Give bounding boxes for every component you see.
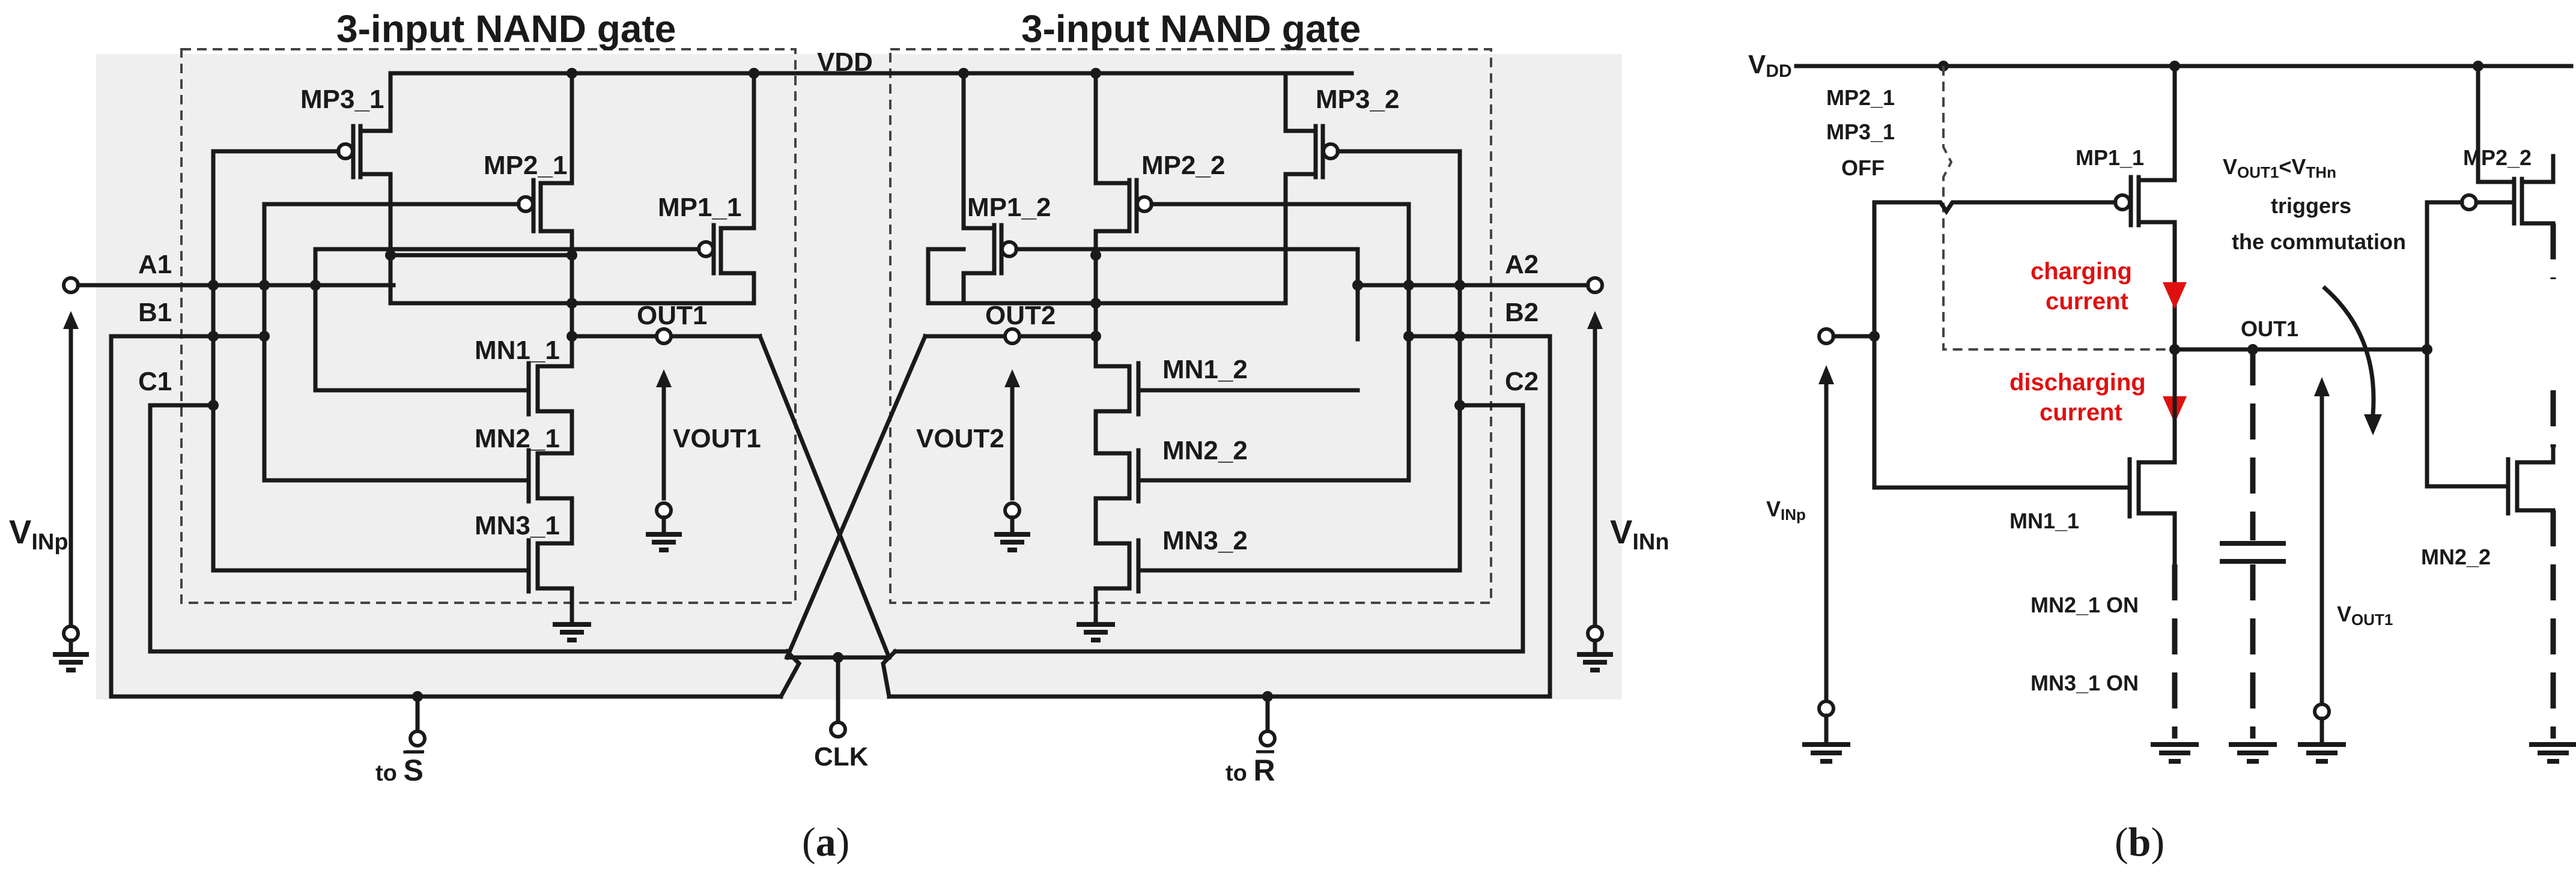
label-to-s: to S <box>375 754 424 787</box>
label-vout1-b: VOUT1 <box>2337 602 2393 629</box>
label-mn1-2: MN1_2 <box>1162 355 1248 384</box>
input-terminal-vinn <box>1586 276 1604 294</box>
transistor-mp1-1-b: MP1_1 <box>1872 64 2177 352</box>
transistor-mp3-2: MP3_2 <box>1283 71 1462 573</box>
vout1-probe: VOUT1 <box>646 369 761 552</box>
label-mn2-2-b: MN2_2 <box>2421 545 2491 569</box>
gate-title-right: 3-input NAND gate <box>1021 7 1361 50</box>
label-commutation: the commutation <box>2232 229 2406 254</box>
transistor-mn2-2: MN2_2 <box>1093 409 1411 504</box>
label-mp3-1-b: MP3_1 <box>1826 119 1895 144</box>
label-triggers: triggers <box>2271 193 2351 218</box>
load-capacitor <box>2220 349 2286 764</box>
cross-wire-out1 <box>757 333 892 660</box>
label-mp1-1-b: MP1_1 <box>2076 145 2144 170</box>
charging-arrow <box>2163 282 2187 309</box>
label-out1: OUT1 <box>637 301 707 330</box>
label-mn3-1-on: MN3_1 ON <box>2031 671 2139 695</box>
label-charging: charging <box>2031 258 2132 285</box>
ground-symbol-right-nmos <box>1077 622 1115 642</box>
label-mn2-1-on: MN2_1 ON <box>2031 593 2139 617</box>
vout1-probe-b: VOUT1 <box>2298 377 2393 764</box>
nand-gate-right-box <box>889 48 1492 604</box>
transistor-mn3-2: MN3_2 <box>1093 496 1462 627</box>
gate-title-left: 3-input NAND gate <box>336 7 676 50</box>
commutation-arrow <box>2322 285 2376 417</box>
label-vout2: VOUT2 <box>916 424 1004 453</box>
label-mp1-1: MP1_1 <box>658 193 741 222</box>
label-b2: B2 <box>1505 298 1539 327</box>
label-out2: OUT2 <box>985 301 1056 330</box>
caption-b: (b) <box>2115 819 2164 865</box>
transistor-mp2-2: MP2_2 <box>1093 71 1411 483</box>
label-vout1: VOUT1 <box>673 424 761 453</box>
label-condition: VOUT1<VTHn <box>2223 154 2336 181</box>
label-mn2-1: MN2_1 <box>475 424 560 453</box>
label-mp1-2: MP1_2 <box>967 193 1051 222</box>
label-a1: A1 <box>138 250 172 279</box>
label-vdd-b: VDD <box>1748 50 1792 81</box>
clk-node: CLK <box>785 652 892 772</box>
vinp-source-b: VINp <box>1766 327 1877 764</box>
transistor-mp2-1: MP2_1 <box>262 71 574 483</box>
label-mn2-2: MN2_2 <box>1162 436 1248 465</box>
transistor-mn2-2-b: MN2_2 <box>2421 390 2576 764</box>
transistor-mn3-1: MN3_1 <box>211 496 574 627</box>
label-a2: A2 <box>1505 250 1539 279</box>
transistor-mp1-1: MP1_1 <box>313 71 756 393</box>
out2-terminal <box>1003 327 1021 345</box>
label-mp2-1: MP2_1 <box>484 151 567 180</box>
ground-symbol-mn-stack-b <box>2151 742 2199 764</box>
label-vinp: VINp <box>9 513 68 555</box>
panel-b: VDD MP2_1 MP3_1 OFF MP1_1 VOUT1<VTHn tri… <box>1748 50 2576 865</box>
label-clk: CLK <box>814 742 869 772</box>
label-c1: C1 <box>138 367 172 396</box>
label-vinp-b: VINp <box>1766 497 1806 524</box>
label-discharging: discharging <box>2009 369 2146 396</box>
label-mn3-1: MN3_1 <box>475 511 560 540</box>
to-s-output: to S <box>375 691 427 787</box>
vout2-probe: VOUT2 <box>916 369 1030 552</box>
nand-gate-left-box <box>180 48 797 604</box>
cross-wire-out2 <box>784 333 928 660</box>
panel-a-background <box>96 54 1622 699</box>
to-r-output: to R <box>1226 691 1277 787</box>
label-off: OFF <box>1841 156 1885 180</box>
label-to-r: to R <box>1226 754 1275 787</box>
caption-a: (a) <box>802 819 849 865</box>
panel-a: 3-input NAND gate 3-input NAND gate VDD … <box>9 7 1669 865</box>
off-branch-dashed <box>1942 66 2175 351</box>
vinn-source: VINn <box>1577 311 1669 672</box>
label-out1-b: OUT1 <box>2241 316 2298 341</box>
label-mn1-1: MN1_1 <box>475 336 560 365</box>
label-mp2-2-b: MP2_2 <box>2463 145 2532 170</box>
label-mn1-1-b: MN1_1 <box>2009 509 2079 533</box>
label-c2: C2 <box>1505 367 1539 396</box>
input-terminal-vinp <box>62 276 80 294</box>
label-mp2-2: MP2_2 <box>1141 151 1225 180</box>
vinp-source: VINp <box>9 311 89 672</box>
transistor-mp1-2: MP1_2 <box>961 71 1360 342</box>
transistor-mn1-2: MN1_2 <box>1093 334 1360 417</box>
transistor-mn1-1: MN1_1 <box>313 334 574 417</box>
transistor-mn1-1-b: MN1_1 <box>1869 331 2177 567</box>
transistor-mp3-1: MP3_1 <box>211 71 393 573</box>
label-discharging-current: current <box>2040 399 2122 426</box>
label-mp3-2: MP3_2 <box>1316 85 1399 114</box>
label-mn3-2: MN3_2 <box>1162 526 1248 555</box>
transistor-mn2-1: MN2_1 <box>262 409 574 504</box>
label-charging-current: current <box>2046 288 2128 315</box>
label-vinn: VINn <box>1610 513 1669 555</box>
label-mp3-1: MP3_1 <box>300 85 384 114</box>
label-mp2-1-b: MP2_1 <box>1826 85 1895 110</box>
ground-symbol-left-nmos <box>553 622 591 642</box>
out1-terminal <box>655 327 673 345</box>
label-b1: B1 <box>138 298 172 327</box>
transistor-mp2-2-b: MP2_2 <box>2425 64 2556 489</box>
